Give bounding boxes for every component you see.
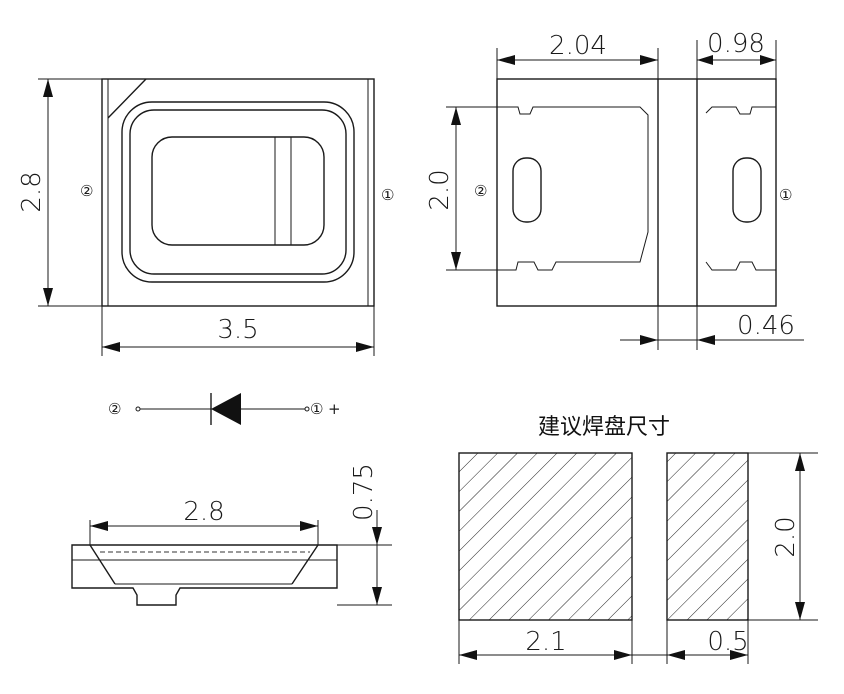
- chip-window: [151, 136, 325, 246]
- polarity-label: +: [328, 400, 341, 418]
- small-pad-width-dim-label: 0.98: [707, 29, 765, 59]
- bottom-pin-left-label: ②: [474, 182, 487, 200]
- top-view-body: [101, 78, 375, 307]
- small-pad-slot: [732, 157, 762, 223]
- side-view: 2.8 0.75: [71, 463, 392, 606]
- diode-symbol: ② ① +: [108, 393, 341, 425]
- small-pad-outline: [705, 106, 776, 271]
- footprint-small-width-dim-label: 0.5: [707, 627, 748, 657]
- symbol-pin-left-label: ②: [108, 400, 121, 418]
- bottom-pin-right-label: ①: [779, 186, 792, 204]
- symbol-pin-right-label: ①: [310, 400, 323, 418]
- gap-dim-label: 0.46: [737, 311, 795, 341]
- large-pad: [458, 452, 633, 621]
- bottom-view: ② ① 2.04 0.98 2.0 0.46: [425, 29, 804, 350]
- top-pin-left-label: ②: [80, 182, 93, 200]
- large-pad-slot: [512, 157, 542, 223]
- cavity-outer: [121, 101, 355, 283]
- footprint: 建议焊盘尺寸 2.0 2.1 0.5: [458, 415, 818, 664]
- bottom-height-dim-label: 2.0: [425, 169, 455, 210]
- footprint-title: 建议焊盘尺寸: [538, 415, 670, 440]
- small-pad: [666, 452, 749, 621]
- footprint-large-width-dim-label: 2.1: [525, 627, 566, 657]
- side-view-body: [71, 544, 338, 606]
- diode-triangle: [211, 393, 241, 425]
- top-height-dim-label: 2.8: [17, 171, 47, 212]
- bottom-view-body: [496, 78, 777, 307]
- lens-left-wall: [89, 544, 116, 585]
- lens-right-wall: [291, 544, 319, 585]
- footprint-height-dim-label: 2.0: [771, 516, 801, 557]
- large-pad-outline: [497, 106, 649, 271]
- pin1-marker-chamfer: [107, 78, 147, 119]
- top-pin-right-label: ①: [381, 186, 394, 204]
- pad-width-dim-label: 2.04: [549, 31, 607, 61]
- top-width-dim-label: 3.5: [217, 315, 258, 345]
- lens-width-dim-label: 2.8: [183, 497, 224, 527]
- top-view: ② ① 2.8 3.5: [17, 78, 394, 356]
- thickness-dim-label: 0.75: [349, 463, 379, 521]
- cavity-inner: [129, 109, 347, 275]
